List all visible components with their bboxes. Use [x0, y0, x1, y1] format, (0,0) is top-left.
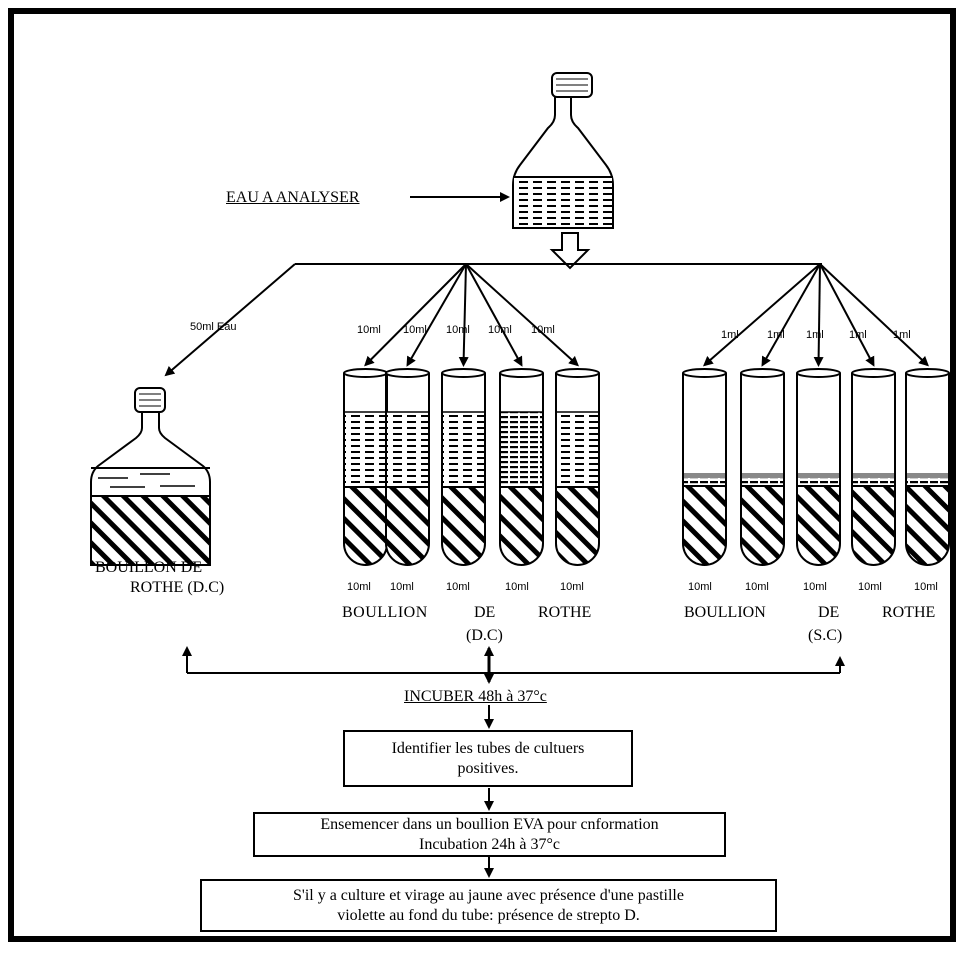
- dc-input-volume-label: 10ml: [488, 324, 512, 336]
- result-step-box: S'il y a culture et virage au jaune avec…: [200, 879, 777, 932]
- sc-input-volume-label: 1ml: [721, 329, 739, 341]
- diagram-frame: [8, 8, 956, 942]
- sc-tube-volume-label: 10ml: [745, 581, 769, 593]
- sc-tubes: [682, 368, 950, 566]
- dc-group-sub: (D.C): [466, 627, 503, 644]
- sc-tube-volume-label: 10ml: [858, 581, 882, 593]
- sc-group-word2: DE: [818, 604, 840, 621]
- sc-tube: [851, 368, 896, 566]
- sc-tube-volume-label: 10ml: [914, 581, 938, 593]
- sc-group-sub: (S.C): [808, 627, 843, 644]
- return-lines: [182, 646, 845, 684]
- seed-line2: Incubation 24h à 37°c: [418, 835, 561, 853]
- sc-tube: [796, 368, 841, 566]
- dc-tube-volume-label: 10ml: [390, 581, 414, 593]
- dc-tube-volume-label: 10ml: [560, 581, 584, 593]
- dc-tube: [555, 368, 600, 566]
- sc-tube: [740, 368, 785, 566]
- dc-tube-volume-label: 10ml: [347, 581, 371, 593]
- bottle-name-line1: BOUILLON DE: [95, 559, 203, 576]
- sc-feed-arrows: [702, 263, 929, 367]
- dc-input-volume-label: 10ml: [403, 324, 427, 336]
- result-line2: violette au fond du tube: présence de st…: [337, 906, 640, 924]
- dc-tube: [499, 368, 544, 566]
- dc-tube-volume-label: 10ml: [505, 581, 529, 593]
- seed-step-box: Ensemencer dans un boullion EVA pour cnf…: [253, 812, 726, 857]
- feed-arrow: [465, 263, 523, 367]
- dc-group-word3: ROTHE: [538, 604, 592, 621]
- sc-input-volume-label: 1ml: [767, 329, 785, 341]
- sample-label: EAU A ANALYSER: [226, 189, 360, 206]
- feed-arrow: [702, 263, 821, 367]
- bottle-feed-arrow: [164, 263, 296, 377]
- dc-input-volume-label: 10ml: [531, 324, 555, 336]
- dc-feed-arrows: [364, 263, 579, 367]
- down-block-arrow: [549, 232, 591, 270]
- dc-tube: [441, 368, 486, 566]
- bottle-name-line2: ROTHE (D.C): [130, 579, 225, 596]
- sc-group-word1: BOULLION: [684, 604, 766, 621]
- incubate-label: INCUBER 48h à 37°c: [404, 688, 547, 705]
- bottle-volume-label: 50ml Eau: [190, 321, 237, 333]
- feed-arrow: [458, 263, 469, 367]
- sc-tube-volume-label: 10ml: [688, 581, 712, 593]
- dc-tube: [343, 368, 388, 566]
- result-line1: S'il y a culture et virage au jaune avec…: [293, 887, 684, 905]
- seed-line1: Ensemencer dans un boullion EVA pour cnf…: [320, 816, 659, 834]
- dc-group-word1: BOULLION: [342, 604, 428, 621]
- sc-input-volume-label: 1ml: [893, 329, 911, 341]
- dc-tubes: [343, 368, 600, 566]
- feed-arrow: [364, 263, 467, 367]
- feed-arrow: [819, 263, 875, 367]
- feed-arrow: [813, 263, 824, 367]
- sc-tube: [682, 368, 727, 566]
- sc-tube: [905, 368, 950, 566]
- dc-input-volume-label: 10ml: [446, 324, 470, 336]
- sample-bottle: [512, 72, 614, 229]
- rothe-bottle: [90, 387, 211, 566]
- identify-line1: Identifier les tubes de cultuers: [391, 740, 585, 758]
- dc-group-word2: DE: [474, 604, 496, 621]
- identify-step-box: Identifier les tubes de cultuers positiv…: [343, 730, 633, 787]
- feed-arrow: [819, 263, 929, 367]
- dc-input-volume-label: 10ml: [357, 324, 381, 336]
- dc-tube-volume-label: 10ml: [446, 581, 470, 593]
- sc-group-word3: ROTHE: [882, 604, 936, 621]
- feed-arrow: [761, 263, 821, 367]
- feed-arrow: [406, 263, 467, 367]
- feed-arrow: [465, 263, 579, 367]
- sc-input-volume-label: 1ml: [849, 329, 867, 341]
- dc-tube: [385, 368, 430, 566]
- identify-line2: positives.: [457, 759, 519, 777]
- sc-tube-volume-label: 10ml: [803, 581, 827, 593]
- sc-input-volume-label: 1ml: [806, 329, 824, 341]
